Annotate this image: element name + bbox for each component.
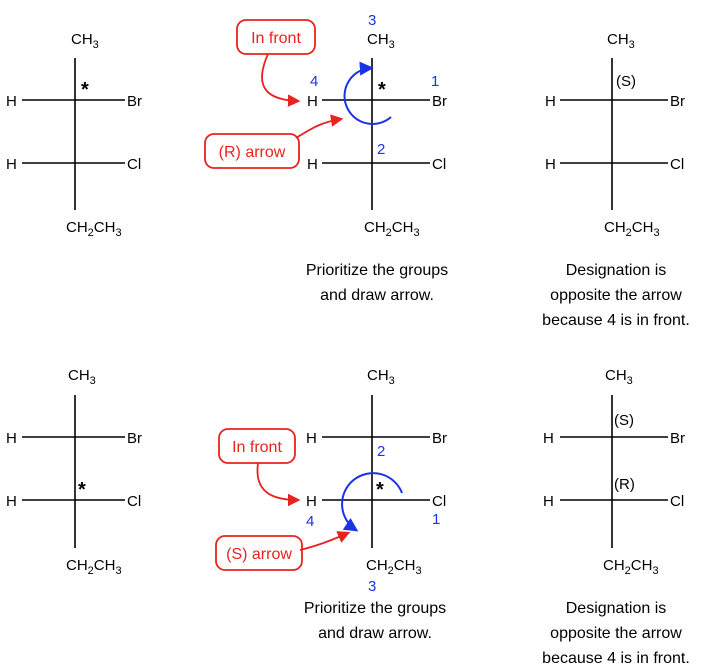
stereocenter-star: * [376, 479, 384, 501]
callout-text: In front [232, 439, 282, 456]
caption-line-1: Designation is [566, 600, 667, 617]
top-group: CH3 [367, 31, 395, 51]
priority-2-label: 2 [377, 443, 385, 460]
rotation-arrow [341, 472, 403, 532]
callout-arrow [299, 531, 351, 551]
c1-left-group: H [543, 430, 554, 447]
callout-box [218, 428, 296, 464]
c1-left-group: H [306, 430, 317, 447]
caption-line-1: Prioritize the groups [306, 262, 448, 279]
molecule-top-middle: CH3 H Br H Cl CH2CH3 * 3 4 1 2 [307, 12, 447, 239]
c1-right-group: Br [432, 93, 447, 110]
callout-arrow [295, 114, 344, 139]
callout-text: (R) arrow [219, 144, 286, 161]
callout-box [236, 19, 316, 55]
c1-right-group: Br [670, 93, 685, 110]
caption-line-2: and draw arrow. [320, 287, 434, 304]
c2-left-group: H [306, 493, 317, 510]
c1-right-group: Br [127, 430, 142, 447]
top-group: CH3 [71, 31, 99, 51]
c2-left-group: H [307, 156, 318, 173]
caption-line-1: Designation is [566, 262, 667, 279]
c2-left-group: H [543, 493, 554, 510]
rotation-arrow [343, 61, 392, 125]
stereocenter-star: * [78, 479, 86, 501]
caption-line-2: opposite the arrow [550, 287, 682, 304]
c2-right-group: Cl [127, 493, 141, 510]
c1-left-group: H [6, 93, 17, 110]
caption-line-1: Prioritize the groups [304, 600, 446, 617]
c2-left-group: H [6, 493, 17, 510]
molecule-bottom-left: CH3 H Br H Cl CH2CH3 * [6, 367, 142, 577]
c2-right-group: Cl [670, 156, 684, 173]
c2-right-group: Cl [432, 156, 446, 173]
callout-box [215, 535, 303, 571]
priority-3-label: 3 [368, 578, 376, 595]
callout-in-front-bottom: In front [218, 428, 301, 507]
designation-label-c2: (R) [614, 476, 635, 493]
caption-line-3: because 4 is in front. [542, 312, 690, 329]
c1-right-group: Br [432, 430, 447, 447]
stereocenter-star: * [81, 79, 89, 101]
molecule-top-left: CH3 H Br H Cl CH2CH3 * [6, 31, 142, 239]
bottom-group: CH2CH3 [603, 557, 659, 577]
bottom-group: CH2CH3 [66, 557, 122, 577]
molecule-bottom-right: CH3 H Br H Cl CH2CH3 (S) (R) [543, 367, 685, 577]
c1-left-group: H [6, 430, 17, 447]
priority-2-label: 2 [377, 141, 385, 158]
caption-line-2: and draw arrow. [318, 625, 432, 642]
bottom-group: CH2CH3 [364, 219, 420, 239]
top-group: CH3 [367, 367, 395, 387]
bottom-group: CH2CH3 [366, 557, 422, 577]
priority-4-label: 4 [306, 513, 314, 530]
callout-s-arrow-bottom: (S) arrow [215, 531, 351, 571]
callout-in-front-top: In front [236, 19, 316, 107]
stereocenter-star: * [378, 79, 386, 101]
callout-r-arrow-top: (R) arrow [204, 114, 344, 169]
callout-box [204, 133, 300, 169]
designation-label-c1: (S) [614, 412, 634, 429]
c1-right-group: Br [670, 430, 685, 447]
molecule-bottom-middle: CH3 H Br H Cl CH2CH3 * 2 4 1 3 [306, 367, 447, 595]
callout-arrow [256, 462, 301, 507]
c1-left-group: H [307, 93, 318, 110]
top-group: CH3 [68, 367, 96, 387]
priority-1-label: 1 [432, 511, 440, 528]
caption-line-3: because 4 is in front. [542, 650, 690, 667]
bottom-group: CH2CH3 [66, 219, 122, 239]
c2-left-group: H [545, 156, 556, 173]
bottom-group: CH2CH3 [604, 219, 660, 239]
top-group: CH3 [605, 367, 633, 387]
caption-line-2: opposite the arrow [550, 625, 682, 642]
callout-arrow [261, 53, 301, 107]
c2-right-group: Cl [432, 493, 446, 510]
designation-label: (S) [616, 73, 636, 90]
c1-left-group: H [545, 93, 556, 110]
c1-right-group: Br [127, 93, 142, 110]
c2-right-group: Cl [670, 493, 684, 510]
priority-3-label: 3 [368, 12, 376, 29]
callout-text: (S) arrow [226, 546, 292, 563]
c2-right-group: Cl [127, 156, 141, 173]
callout-text: In front [251, 30, 301, 47]
priority-1-label: 1 [431, 73, 439, 90]
molecule-top-right: CH3 H Br H Cl CH2CH3 (S) [545, 31, 685, 239]
c2-left-group: H [6, 156, 17, 173]
priority-4-label: 4 [310, 73, 318, 90]
top-group: CH3 [607, 31, 635, 51]
